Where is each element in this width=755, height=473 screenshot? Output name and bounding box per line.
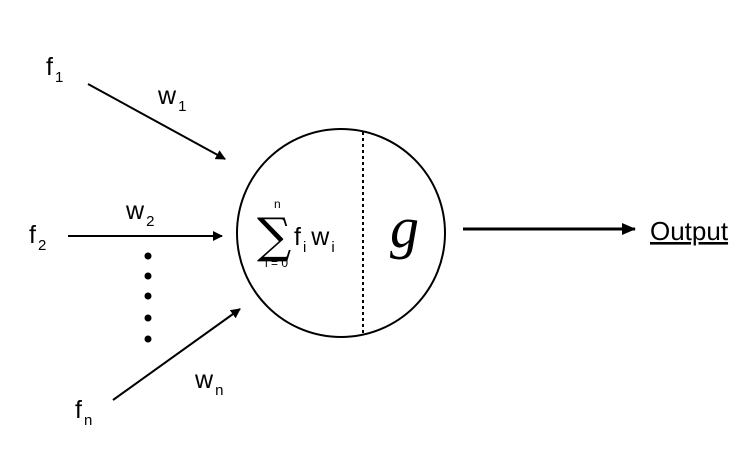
ellipsis-dots	[144, 252, 152, 343]
summation-lower: i = 0	[265, 256, 288, 270]
arrow-fn	[112, 308, 241, 401]
summation-symbol: ∑	[257, 208, 291, 264]
activation-function-g: g	[390, 195, 419, 260]
output-label: Output	[650, 216, 729, 246]
neuron-circle	[236, 128, 446, 338]
arrow-f1	[87, 83, 226, 160]
summation-upper: n	[274, 197, 281, 211]
